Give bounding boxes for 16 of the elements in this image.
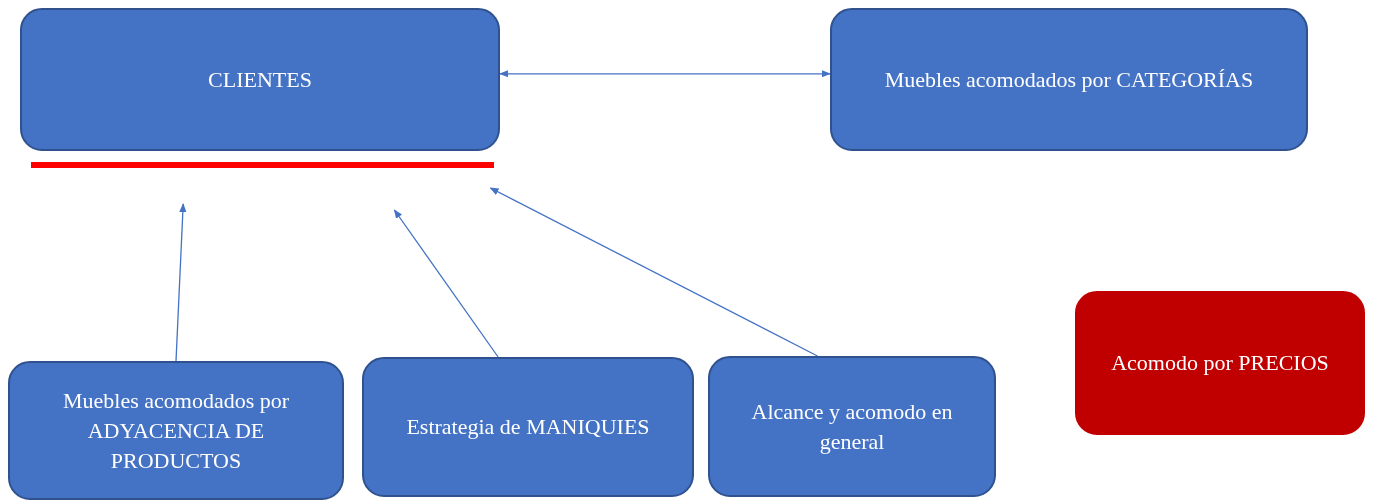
process-box bbox=[20, 8, 500, 151]
box-label: Muebles acomodados por ADYACENCIA DE PRODUCTOS bbox=[61, 386, 291, 475]
box-label: Estrategia de MANIQUIES bbox=[406, 413, 650, 441]
arrow bbox=[489, 187, 819, 357]
process-box bbox=[830, 8, 1308, 151]
arrow bbox=[499, 70, 831, 78]
process-box bbox=[362, 357, 694, 497]
process-box bbox=[8, 361, 344, 500]
arrow bbox=[175, 203, 187, 362]
process-box bbox=[708, 356, 996, 497]
process-box bbox=[1075, 291, 1365, 435]
arrow bbox=[393, 209, 499, 358]
box-label: CLIENTES bbox=[208, 65, 312, 94]
box-label: Muebles acomodados por CATEGORÍAS bbox=[884, 65, 1254, 94]
box-label: Alcance y acomodo en general bbox=[750, 397, 954, 456]
box-label: Acomodo por PRECIOS bbox=[1111, 349, 1329, 377]
